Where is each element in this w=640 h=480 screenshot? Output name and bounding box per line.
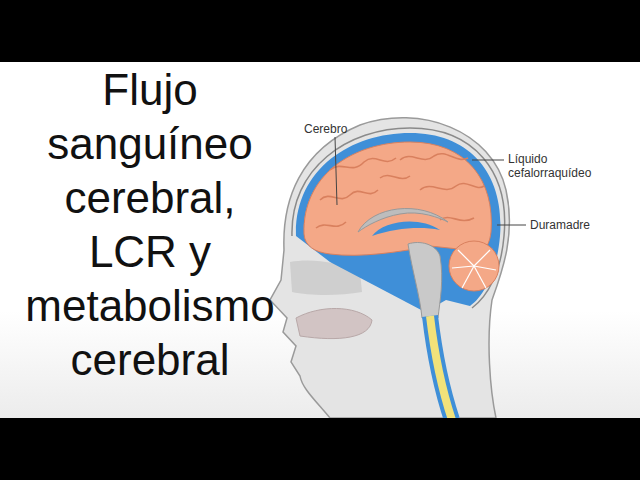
leader-lines: [335, 137, 526, 225]
head-outline: [270, 118, 509, 418]
cerebellum-lines: [452, 250, 496, 288]
part-label: Cerebro: [304, 122, 347, 136]
csf-layer: [296, 133, 501, 312]
top-bar: [0, 0, 640, 62]
brain: [304, 142, 491, 255]
part-label: Duramadre: [530, 218, 590, 232]
part-label: Líquido cefalorraquídeo: [508, 152, 604, 180]
bottom-bar: [0, 418, 640, 480]
spinal-csf: [430, 316, 452, 420]
brain-gyri: [316, 154, 484, 228]
spinal-cord: [430, 316, 452, 420]
brainstem: [408, 243, 442, 319]
title-text: Flujo sanguíneo cerebral, LCR y metaboli…: [20, 63, 280, 387]
cerebellum: [449, 241, 499, 291]
mouth-tongue: [296, 308, 372, 338]
ventricle: [372, 221, 440, 236]
